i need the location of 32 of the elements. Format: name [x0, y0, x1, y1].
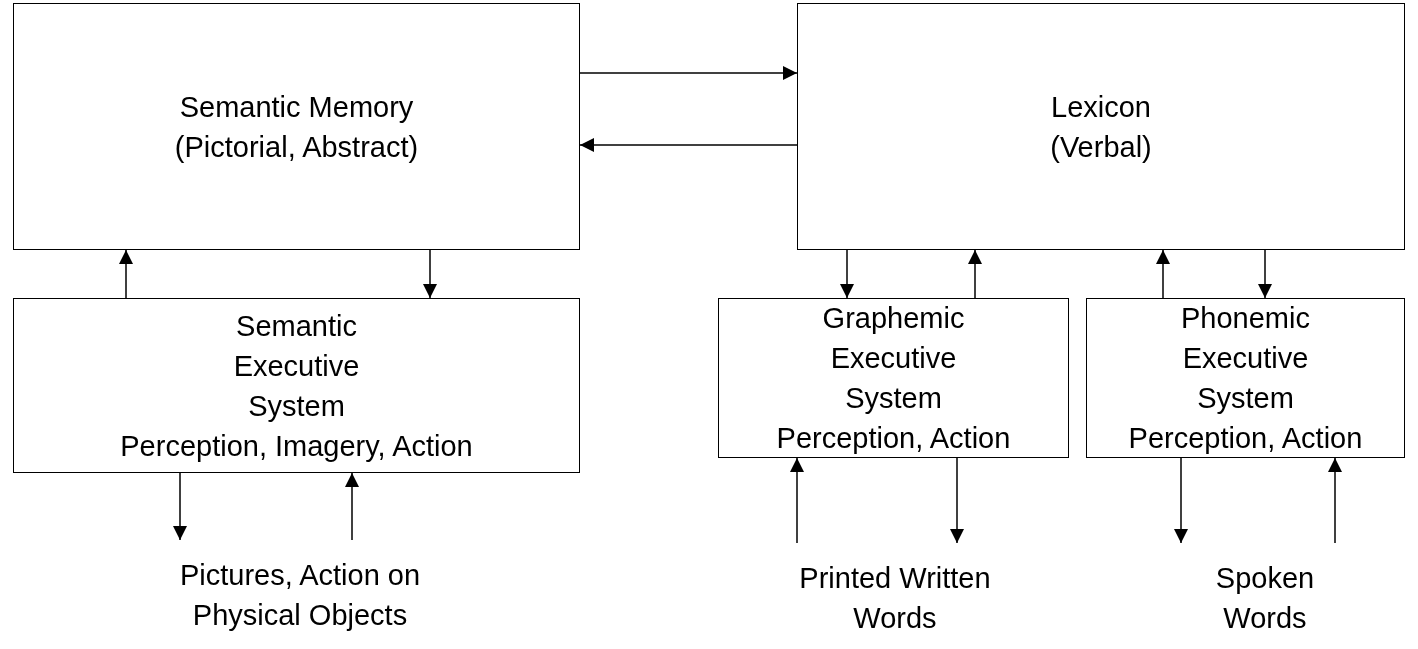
arrow [423, 249, 437, 299]
arrow [345, 472, 359, 541]
arrow [1258, 249, 1272, 299]
box-title: Graphemic Executive System [821, 301, 966, 416]
box-subtitle: Perception, Imagery, Action [120, 428, 473, 464]
arrow [840, 249, 854, 299]
box-subtitle: Perception, Action [1128, 421, 1363, 456]
arrow [968, 249, 982, 299]
box-subtitle: (Pictorial, Abstract) [174, 129, 419, 165]
arrow [119, 249, 133, 299]
io-label: Printed Written Words [798, 561, 992, 636]
box-title: Lexicon [1051, 89, 1151, 125]
box-subtitle: Perception, Action [776, 421, 1011, 456]
box-subtitle: (Verbal) [1050, 129, 1152, 165]
arrow [1328, 457, 1342, 544]
process-box [718, 298, 1069, 458]
process-box [1086, 298, 1405, 458]
box-title: Phonemic Executive System [1180, 301, 1311, 416]
arrow [173, 472, 187, 541]
arrow [1174, 457, 1188, 544]
box-title: Semantic Memory [179, 89, 414, 125]
process-box [797, 3, 1405, 250]
process-box [13, 3, 580, 250]
arrow [579, 138, 798, 152]
arrow [1156, 249, 1170, 299]
arrow [579, 66, 798, 80]
io-label: Spoken Words [1214, 561, 1316, 636]
process-box [13, 298, 580, 473]
io-label: Pictures, Action on Physical Objects [178, 558, 422, 633]
arrow [950, 457, 964, 544]
arrow [790, 457, 804, 544]
box-title: Semantic Executive System [232, 308, 361, 424]
